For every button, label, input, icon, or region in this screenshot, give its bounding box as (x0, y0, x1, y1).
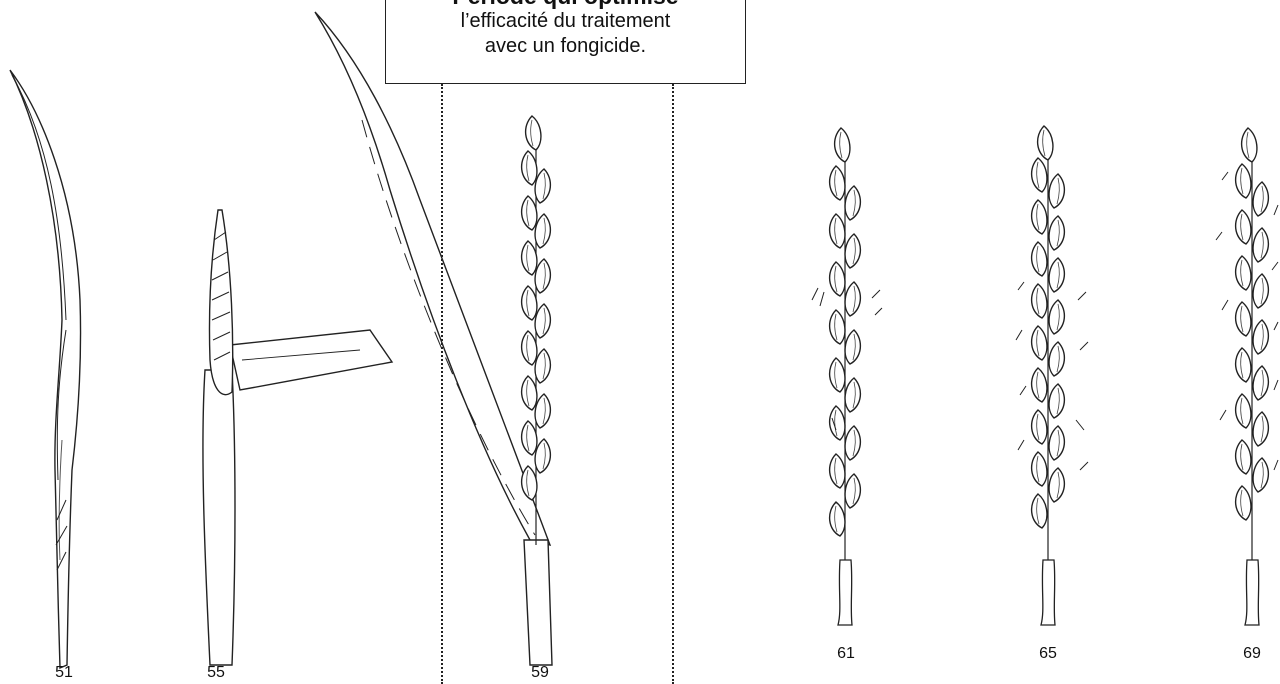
stage-label-65: 65 (1039, 645, 1057, 663)
stage-59-ear (522, 116, 551, 500)
stage-label-59: 59 (531, 664, 549, 682)
window-end-divider (672, 84, 674, 684)
callout-line-1: l’efficacité du traitement (386, 9, 745, 34)
stage-69-ear (1216, 128, 1278, 625)
stage-65-ear (1016, 126, 1088, 625)
stage-label-69: 69 (1243, 645, 1261, 663)
stage-label-51: 51 (55, 664, 73, 682)
stage-61-ear (812, 128, 882, 625)
callout-line-2: avec un fongicide. (386, 34, 745, 59)
treatment-period-callout: Période qui optimise l’efficacité du tra… (385, 0, 746, 84)
window-start-divider (441, 84, 443, 684)
stage-55-plant (203, 210, 392, 665)
callout-title: Période qui optimise (386, 0, 745, 9)
stage-label-61: 61 (837, 645, 855, 663)
stage-51-plant (10, 70, 81, 668)
stage-label-55: 55 (207, 664, 225, 682)
